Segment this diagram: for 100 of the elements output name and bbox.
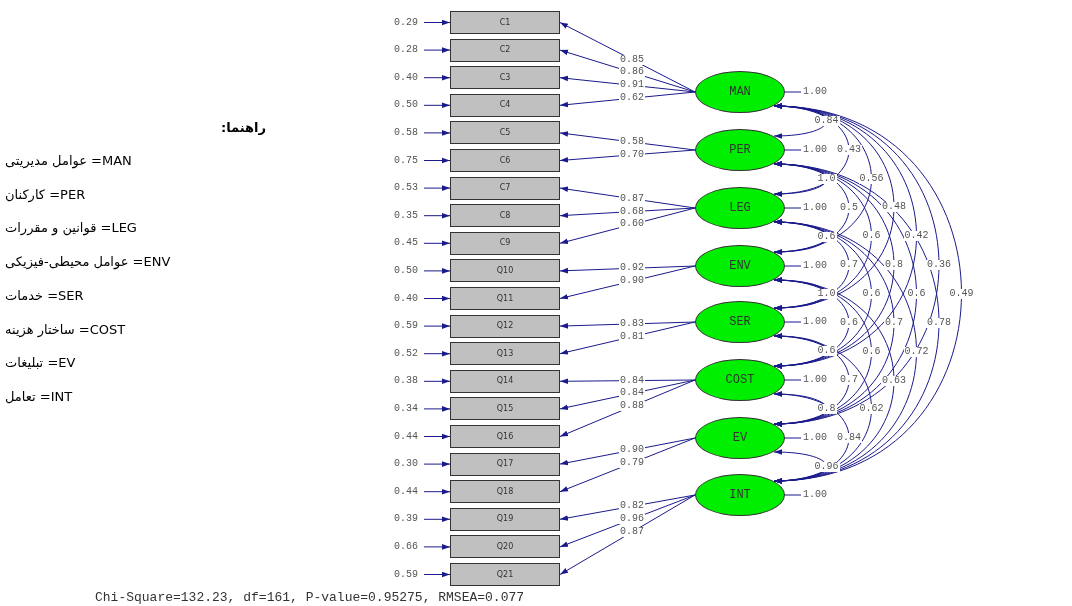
- curved-arrow: [773, 333, 827, 369]
- arrow: [423, 433, 451, 440]
- arrow: [423, 571, 451, 578]
- edge-label: 0.5: [839, 203, 859, 213]
- edge-label: 0.44: [393, 486, 419, 497]
- edge-label: 1.00: [802, 375, 828, 385]
- edge-label: 0.84: [619, 375, 645, 386]
- edge-label: 0.59: [393, 569, 419, 580]
- edge-label: 1.00: [802, 145, 828, 155]
- line: [784, 437, 802, 439]
- edge-label: 0.50: [393, 265, 419, 276]
- edge-label: 0.90: [619, 445, 645, 456]
- edge-label: 0.66: [393, 541, 419, 552]
- edge-label: 0.29: [393, 17, 419, 28]
- indicator-box: Q21: [450, 563, 560, 586]
- edge-label: 1.00: [802, 433, 828, 443]
- edge-label: 0.78: [926, 317, 952, 328]
- arrow: [423, 350, 451, 357]
- arrow: [423, 323, 451, 329]
- edge-label: 0.91: [619, 80, 645, 91]
- legend-entry: قوانین و مقررات =LEG: [5, 219, 137, 238]
- latent-ellipse: COST: [695, 359, 785, 401]
- edge-label: 0.58: [619, 137, 645, 147]
- edge-label: 0.6: [839, 318, 859, 328]
- legend-heading: راهنما:: [220, 119, 266, 137]
- arrow: [423, 406, 451, 412]
- edge-label: 0.48: [881, 202, 907, 212]
- indicator-box: Q13: [450, 342, 560, 366]
- line: [784, 149, 802, 151]
- edge-label: 1.0: [816, 174, 837, 184]
- latent-ellipse: MAN: [695, 71, 785, 113]
- indicator-box: C9: [450, 231, 560, 255]
- line: [784, 91, 802, 93]
- edge-label: 1.00: [802, 87, 828, 97]
- edge-label: 0.42: [903, 231, 930, 241]
- arrow: [423, 240, 451, 247]
- edge-label: 0.79: [619, 458, 645, 469]
- indicator-box: Q19: [450, 507, 560, 531]
- edge-label: 0.6: [816, 232, 837, 242]
- latent-ellipse: PER: [695, 129, 785, 171]
- edge-label: 0.84: [813, 116, 840, 126]
- latent-ellipse: LEG: [695, 187, 785, 229]
- arrow: [423, 516, 451, 523]
- arrow: [423, 157, 451, 164]
- line: [784, 379, 802, 381]
- indicator-box: C5: [450, 121, 560, 145]
- arrow: [423, 461, 451, 467]
- arrow: [423, 378, 451, 385]
- edge-label: 0.6: [816, 346, 837, 356]
- edge-label: 0.58: [393, 127, 419, 138]
- edge-label: 0.6: [861, 231, 882, 241]
- arrow: [423, 102, 451, 109]
- arrow: [423, 268, 451, 274]
- arrow: [423, 488, 451, 495]
- edge-label: 0.84: [836, 432, 862, 443]
- legend-entry: عوامل محیطی-فیزیکی =ENV: [5, 253, 171, 272]
- legend-entry: تعامل =INT: [5, 387, 73, 406]
- legend-entry: خدمات =SER: [5, 286, 84, 305]
- edge-label: 0.44: [393, 431, 419, 442]
- edge-label: 0.82: [619, 501, 645, 512]
- edge-label: 0.40: [393, 72, 419, 83]
- arrow: [423, 47, 451, 53]
- line: [784, 321, 802, 323]
- edge-label: 0.88: [619, 401, 645, 412]
- edge-label: 0.6: [861, 289, 882, 299]
- indicator-box: Q20: [450, 535, 560, 559]
- indicator-box: Q12: [450, 314, 560, 338]
- arrow: [423, 544, 451, 550]
- indicator-box: C4: [450, 93, 560, 117]
- latent-ellipse: INT: [695, 474, 785, 516]
- edge-label: 0.87: [619, 527, 645, 538]
- arrow: [423, 185, 451, 191]
- indicator-box: Q10: [450, 259, 560, 283]
- fit-statistics: Chi-Square=132.23, df=161, P-value=0.95275, RMSEA=0.077: [95, 589, 525, 606]
- curved-arrow: [773, 391, 827, 427]
- indicator-box: Q16: [450, 425, 560, 448]
- legend-entry: ساختار هزینه =COST: [5, 320, 126, 339]
- latent-ellipse: EV: [695, 417, 785, 459]
- indicator-box: C2: [450, 38, 560, 62]
- curved-arrow: [773, 277, 827, 311]
- edge-label: 0.6: [906, 289, 927, 299]
- edge-label: 0.68: [619, 206, 645, 217]
- legend-entry: عوامل مدیریتی =MAN: [5, 152, 132, 171]
- edge-label: 0.96: [813, 461, 840, 472]
- edge-label: 0.56: [858, 174, 885, 184]
- arrow: [423, 295, 451, 302]
- curved-arrow: [773, 449, 827, 484]
- edge-label: 0.63: [881, 375, 907, 386]
- curved-arrow: [773, 219, 827, 255]
- edge-label: 0.83: [619, 318, 645, 329]
- indicator-box: Q17: [450, 452, 560, 476]
- edge-label: 1.00: [802, 261, 828, 271]
- edge-label: 0.90: [619, 276, 645, 287]
- edge-label: 0.60: [619, 219, 645, 230]
- edge-label: 0.52: [393, 348, 419, 359]
- edge-label: 1.00: [802, 490, 828, 500]
- arrow: [423, 74, 451, 81]
- edge-label: 0.75: [393, 155, 419, 166]
- line: [784, 265, 802, 267]
- edge-label: 0.7: [839, 260, 859, 270]
